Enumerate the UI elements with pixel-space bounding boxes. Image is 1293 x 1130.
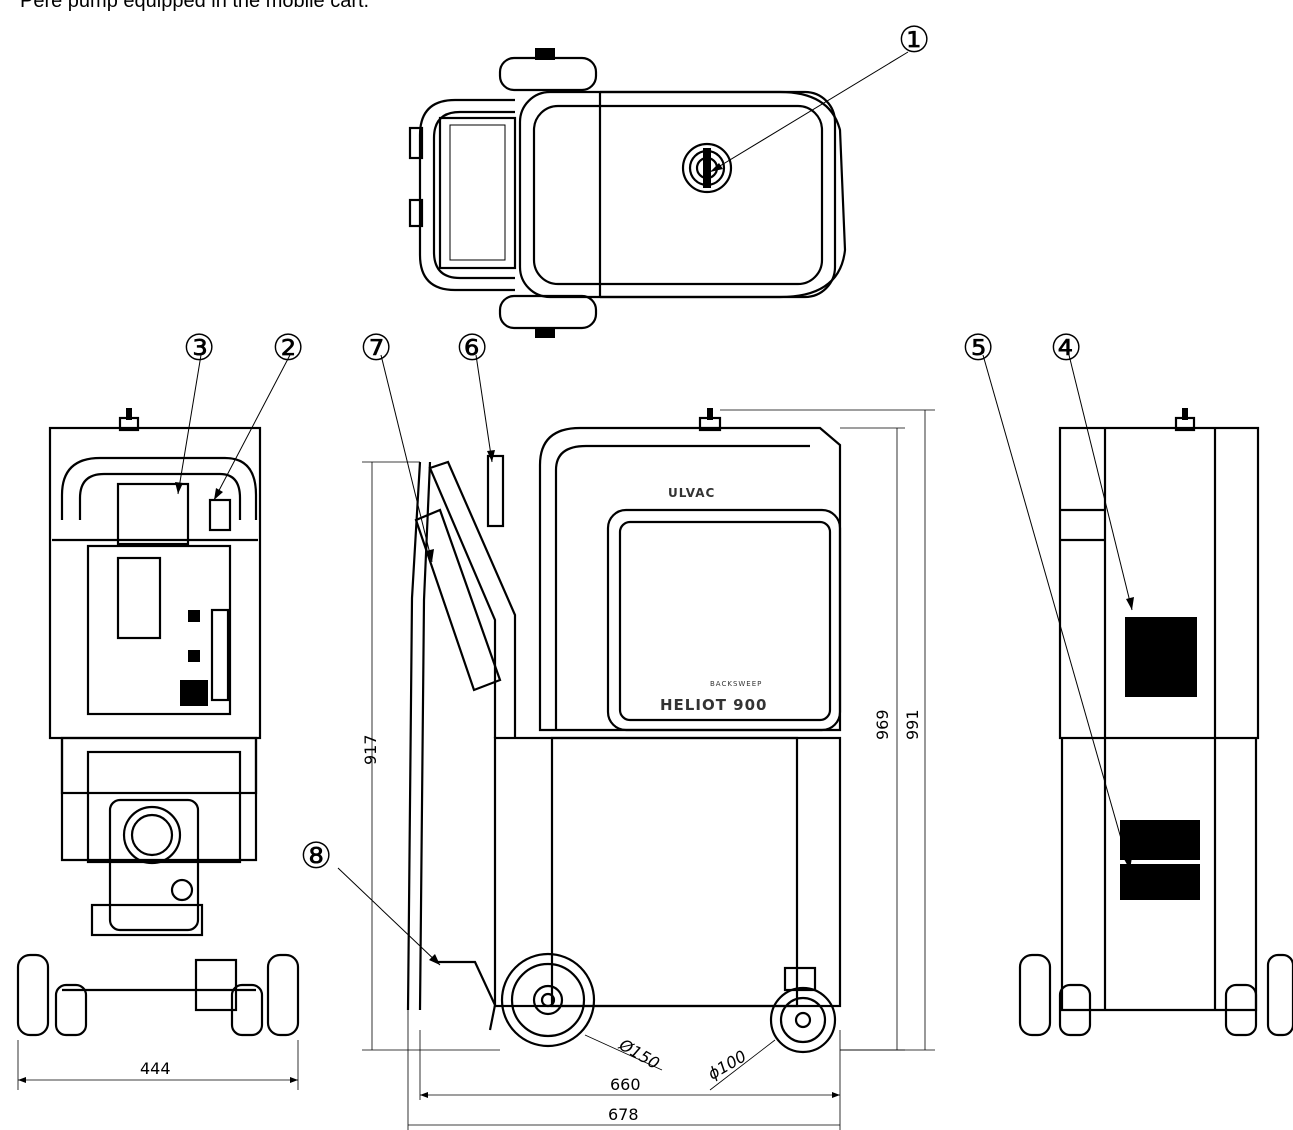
model-superscript: BACKSWEEP [710,680,762,688]
callout-7: ⑦ [360,328,392,369]
dim-wheel-front: ϕ100 [705,1046,750,1083]
dim-length-base: 660 [610,1075,641,1094]
callout-3: ③ [183,328,215,369]
top-view [408,48,847,338]
leader-lines [175,51,1134,966]
dim-wheel-rear: Ø150 [615,1035,663,1074]
callout-4: ④ [1050,328,1082,369]
side-view: ULVAC BACKSWEEP HELIOT 900 [362,408,935,1130]
dim-height-body: 969 [873,709,892,740]
callout-8: ⑧ [300,836,332,877]
dimension-labels: 444 660 678 917 969 991 Ø150 ϕ100 [140,709,922,1124]
callout-5: ⑤ [962,328,994,369]
dim-width-front: 444 [140,1059,171,1078]
front-view [16,408,300,1090]
brand-label: ULVAC [668,486,715,500]
callout-6: ⑥ [456,328,488,369]
callouts: ① ② ③ ④ ⑤ ⑥ ⑦ ⑧ [183,20,1082,877]
callout-1: ① [898,20,930,61]
dim-height-handle: 917 [361,734,380,765]
caption: Pere pump equipped in the mobile cart. [20,0,370,12]
dim-height-total: 991 [903,709,922,740]
model-label: HELIOT 900 [660,696,767,714]
callout-2: ② [272,328,304,369]
dim-length-overall: 678 [608,1105,639,1124]
rear-view [1018,408,1293,1037]
